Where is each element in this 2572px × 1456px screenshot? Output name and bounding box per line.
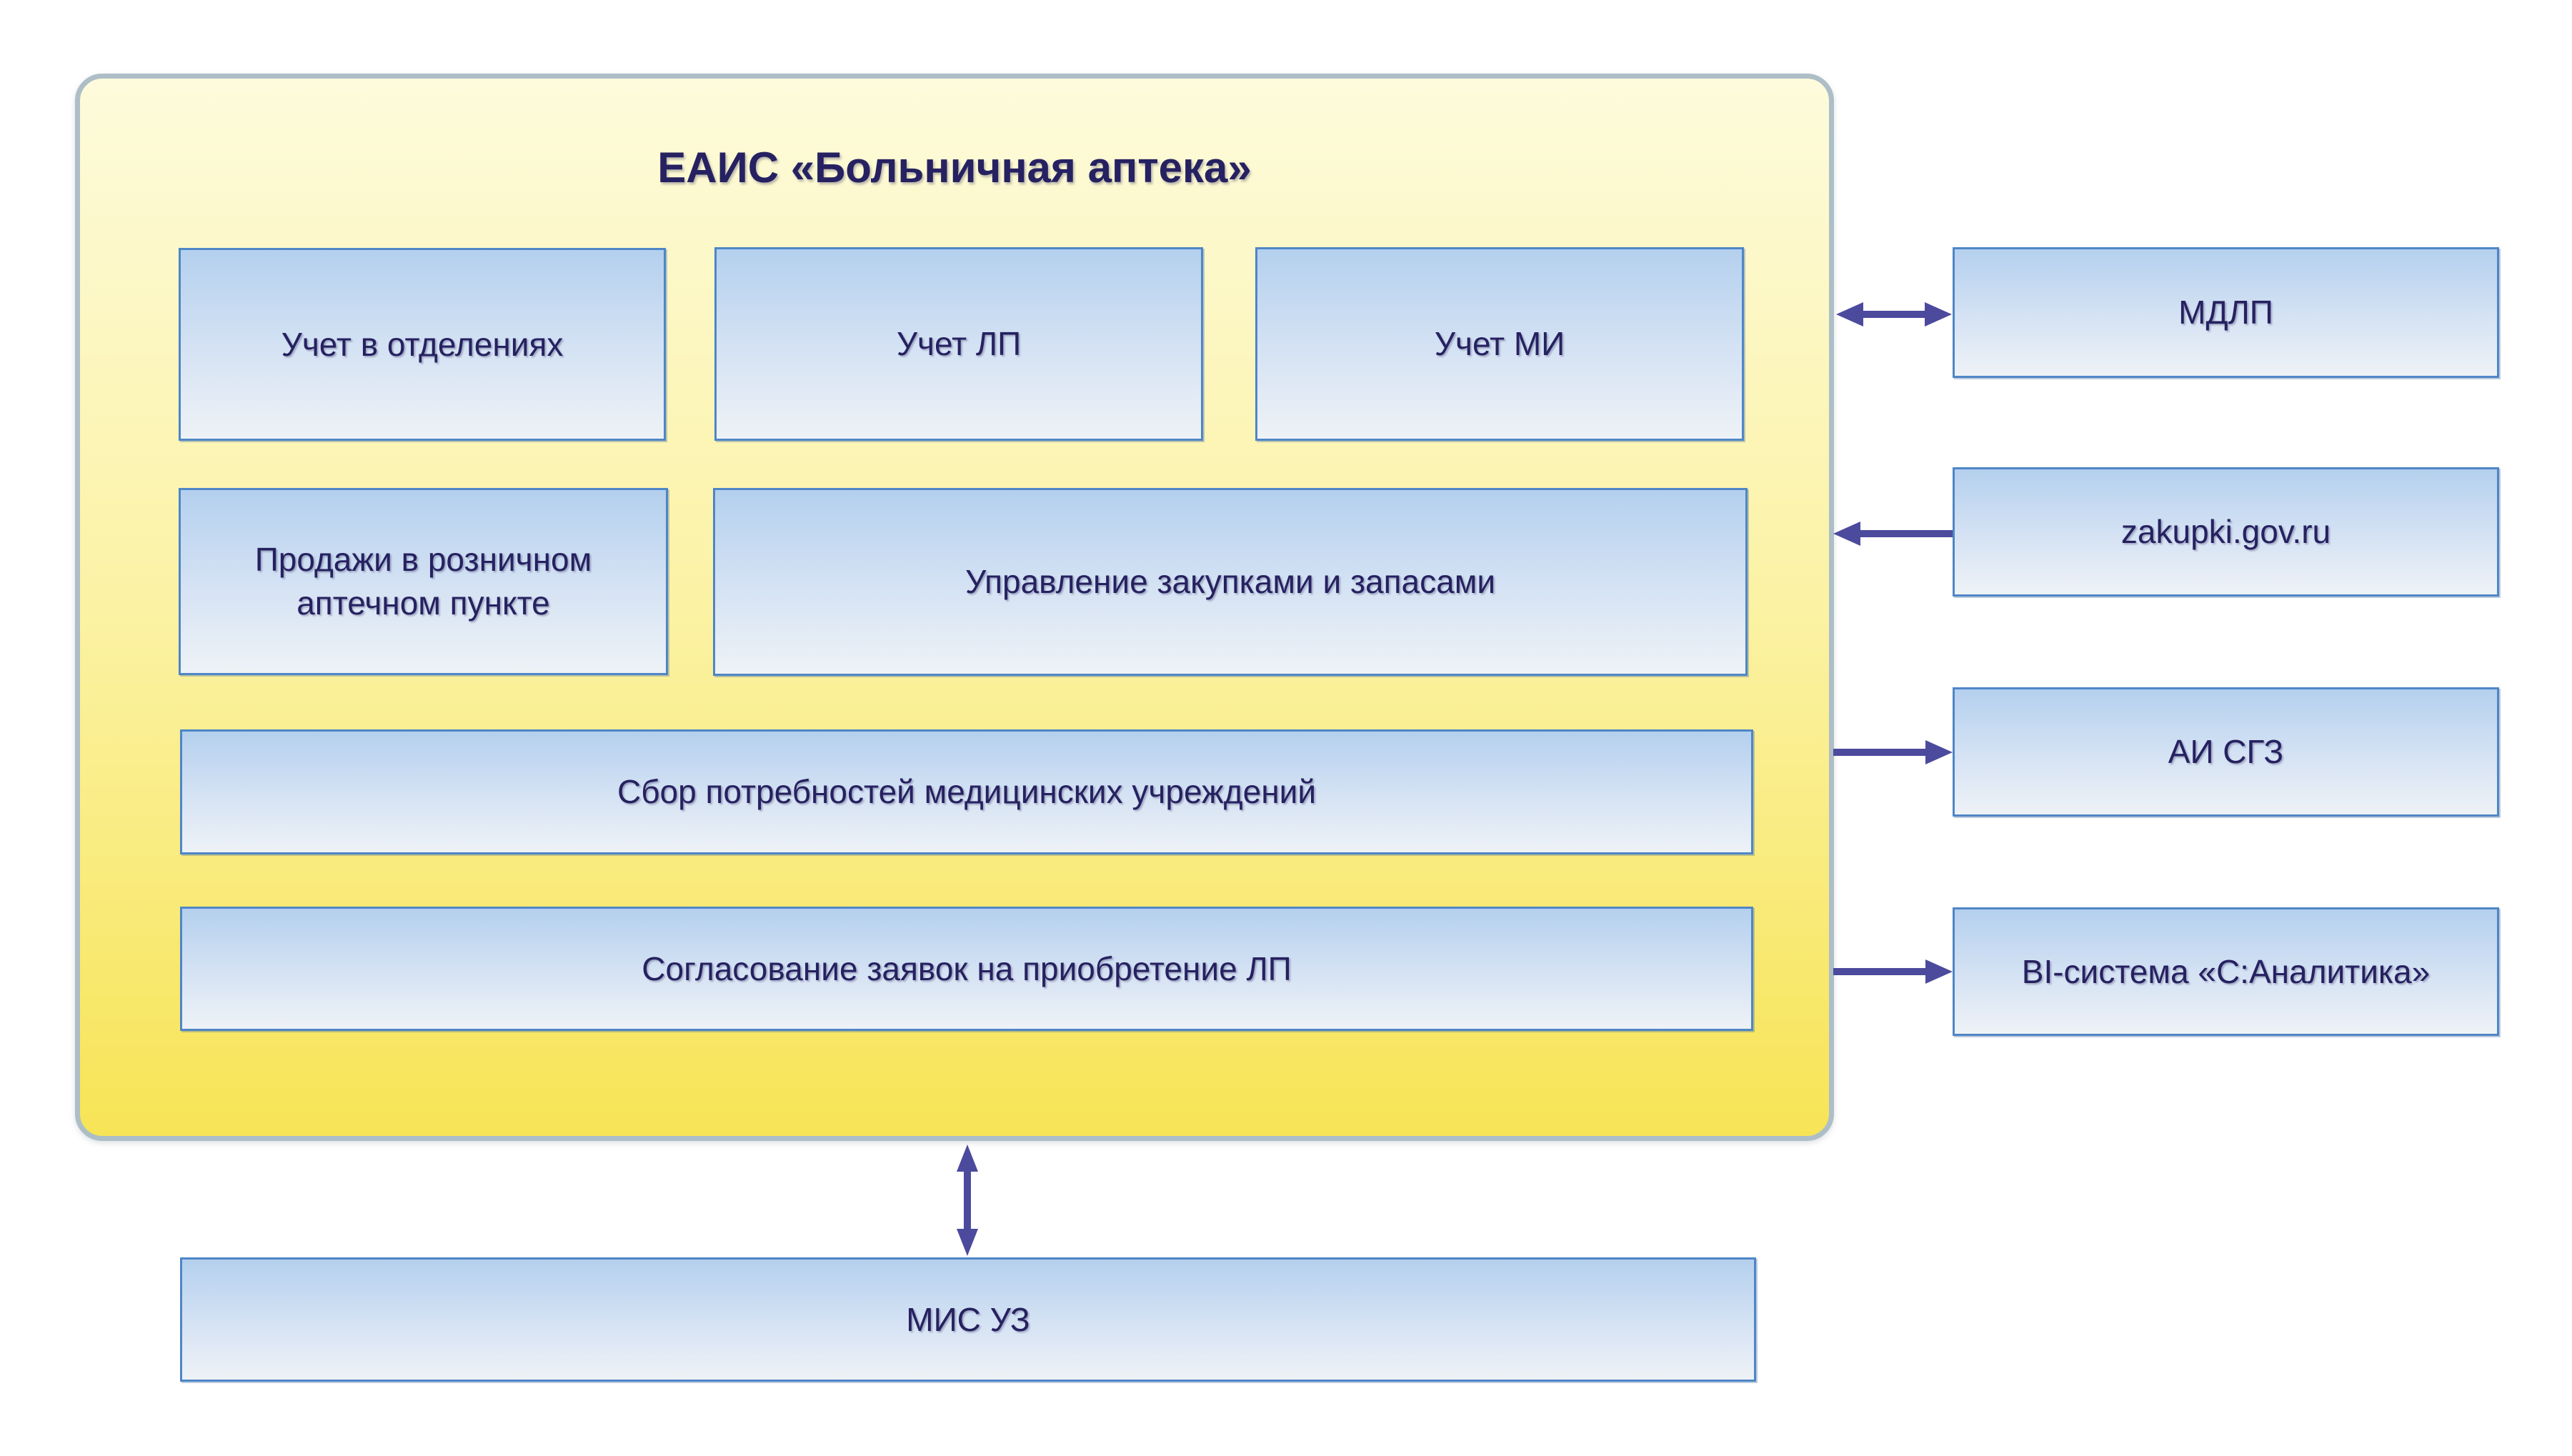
module-label: Учет ЛП (896, 325, 1022, 363)
external-system-label: BI-система «С:Аналитика» (2021, 952, 2431, 990)
module-label: Согласование заявок на приобретение ЛП (642, 949, 1292, 987)
external-system-label: АИ СГЗ (2168, 733, 2284, 771)
module-uchet-mi: Учет МИ (1255, 247, 1744, 441)
arrowhead-right-icon (1925, 302, 1952, 326)
arrowhead-left-icon (1833, 522, 1860, 546)
bottom-system-mis-uz: МИС УЗ (180, 1257, 1756, 1382)
external-system-mdlp: МДЛП (1953, 247, 2499, 378)
module-uchet-v-otdeleniyakh: Учет в отделениях (179, 248, 666, 441)
external-system-bi-analitika: BI-система «С:Аналитика» (1953, 907, 2499, 1036)
external-system-label: zakupki.gov.ru (2120, 513, 2331, 551)
module-prodazhi-roznichny-aptechny-punkt: Продажи в розничном аптечном пункте (179, 488, 668, 675)
module-upravlenie-zakupkami: Управление закупками и запасами (713, 488, 1748, 676)
arrowhead-left-icon (1836, 302, 1863, 326)
eais-title: ЕАИС «Больничная аптека» (657, 144, 1252, 191)
arrowhead-right-icon (1925, 959, 1953, 984)
external-system-label: МДЛП (2178, 294, 2273, 331)
external-system-ai-sgz: АИ СГЗ (1953, 687, 2499, 817)
module-label: Учет в отделениях (281, 325, 564, 363)
arrow-shaft (1833, 968, 1928, 975)
module-label: Управление закупками и запасами (964, 563, 1496, 601)
module-label: Продажи в розничном аптечном пункте (254, 541, 592, 622)
bottom-system-label: МИС УЗ (906, 1300, 1030, 1338)
arrow-shaft (1833, 749, 1928, 756)
arrowhead-up-icon (957, 1145, 978, 1172)
arrow-shaft (964, 1167, 971, 1233)
arrowhead-right-icon (1925, 740, 1953, 764)
module-sbor-potrebnostey: Сбор потребностей медицинских учреждений (180, 729, 1753, 854)
module-soglasovanie-zayavok: Согласование заявок на приобретение ЛП (180, 907, 1753, 1031)
module-label: Учет МИ (1434, 325, 1565, 363)
arrow-shaft (1858, 530, 1953, 537)
module-label: Сбор потребностей медицинских учреждений (617, 773, 1317, 811)
arrow-shaft (1858, 311, 1930, 318)
module-uchet-lp: Учет ЛП (714, 247, 1203, 441)
arrowhead-down-icon (957, 1229, 978, 1256)
external-system-zakupki: zakupki.gov.ru (1953, 467, 2499, 597)
